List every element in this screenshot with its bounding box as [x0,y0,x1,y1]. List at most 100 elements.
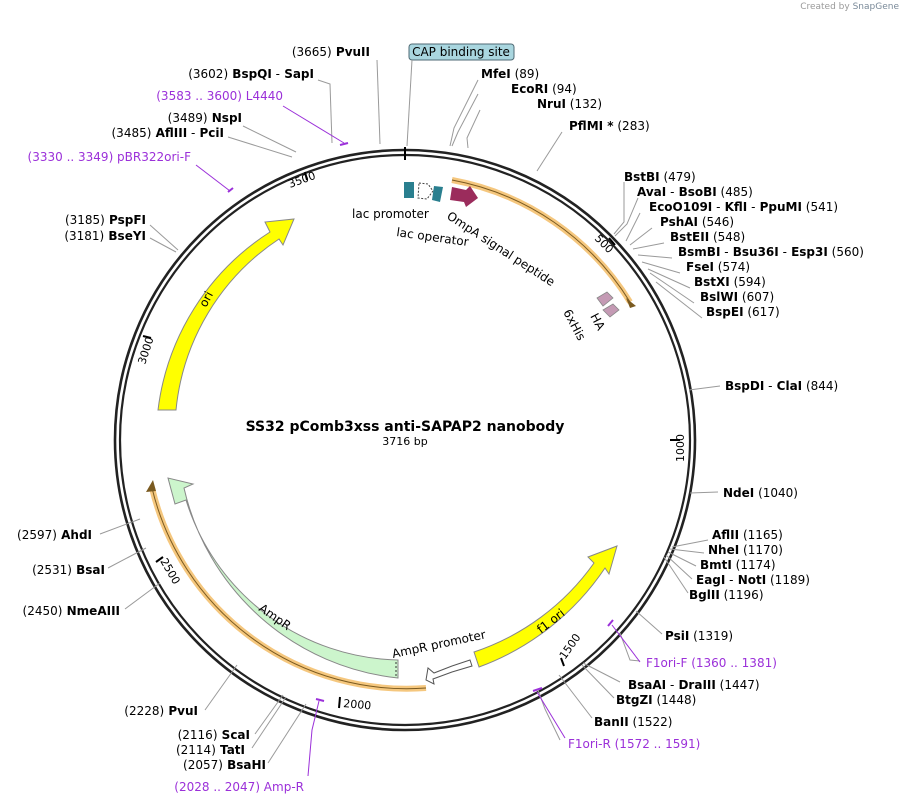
enzyme-pos-text: (3485) [112,126,152,140]
enzyme-name-text: BstBI [624,170,660,184]
highlight-arcs [149,177,633,692]
enzyme-pos-text: (89) [511,67,539,81]
enzyme-label-pvui: (2228) PvuI [124,704,198,718]
enzyme-sep-text: - [272,67,280,81]
enzyme-name-text: ScaI [218,728,251,742]
tick-label-2000: 2000 [343,697,372,712]
enzyme-name-text: PflMI * [569,119,614,133]
enzyme-name-text: PpuMI [755,200,802,214]
enzyme-label-eagi: EagI - NotI (1189) [696,573,810,587]
enzyme-sep-text: - [747,200,755,214]
enzyme-name-text: BspQI [228,67,272,81]
enzyme-label-pvuii-top: (3665) PvuII [292,45,370,59]
enzyme-sep-text: - [725,573,733,587]
enzyme-label-bglii: BglII (1196) [689,588,764,602]
primer-label-f1ori-f: F1ori-F (1360 .. 1381) [646,656,777,670]
tick-2000: 2000 [338,696,372,712]
ompa-signal-peptide-feature [450,186,478,207]
enzyme-label-nspi: (3489) NspI [168,111,242,125]
enzyme-label-mfei: MfeI (89) [481,67,539,81]
enzyme-name-text: BanII [594,715,629,729]
ampr-promoter-feature [425,659,473,685]
enzyme-label-fsei: FseI (574) [686,260,750,274]
enzyme-name-text: AflIII [151,126,187,140]
ori-label: ori [196,289,216,309]
primer-leader-lines [195,105,641,777]
enzyme-label-nhei: NheI (1170) [708,543,783,557]
ompa-signal-peptide-label: OmpA signal peptide [444,209,557,289]
enzyme-sep-text: - [666,185,674,199]
enzyme-name-text: PvuII [332,45,370,59]
enzyme-pos-text: (574) [714,260,750,274]
enzyme-name-text: BtgZI [616,693,653,707]
enzyme-name-text: AflII [712,528,739,542]
enzyme-name-text: BspEI [706,305,744,319]
enzyme-pos-text: (2116) [178,728,218,742]
enzyme-name-text: BstEII [670,230,709,244]
enzyme-name-text: BspDI [725,379,764,393]
enzyme-label-tati: (2114) TatI [176,743,245,757]
enzyme-label-bspdi: BspDI - ClaI (844) [725,379,838,393]
enzyme-label-eco0109i: EcoO109I - KflI - PpuMI (541) [649,200,838,214]
enzyme-pos-text: (94) [548,82,576,96]
tick-label-1500: 1500 [557,631,584,661]
enzyme-label-scai: (2116) ScaI [178,728,250,742]
enzyme-pos-text: (2597) [17,528,57,542]
enzyme-label-bspqi: (3602) BspQI - SapI [188,67,314,81]
enzyme-pos-text: (560) [828,245,864,259]
enzyme-pos-text: (594) [730,275,766,289]
enzyme-pos-text: (283) [614,119,650,133]
enzyme-name-text: ClaI [772,379,802,393]
enzyme-sep-text: - [187,126,195,140]
enzyme-label-ndei: NdeI (1040) [723,486,798,500]
snapgene-logo: SnapGene [852,2,899,12]
primer-label-amp-r: (2028 .. 2047) Amp-R [174,780,304,794]
enzyme-sep-text: - [712,200,720,214]
enzyme-label-psti: PsiI (1319) [665,629,733,643]
enzyme-pos-text: (1165) [739,528,783,542]
primer-labels: (3583 .. 3600) L4440 (3330 .. 3349) pBR3… [28,89,777,794]
lac-promoter-small [432,186,443,202]
enzyme-name-text: PsiI [665,629,689,643]
enzyme-name-text: BstXI [694,275,730,289]
enzyme-pos-text: (2114) [176,743,216,757]
enzyme-label-banii: BanII (1522) [594,715,672,729]
ha-label: HA [587,311,608,333]
snapgene-branding: Created by SnapGene [800,2,899,12]
created-by-label: Created by [800,2,850,12]
tick-1500: 1500 [557,631,584,667]
enzyme-name-text: EcoO109I [649,200,712,214]
enzyme-label-bspei: BspEI (617) [706,305,780,319]
enzyme-label-bsteii: BstEII (548) [670,230,745,244]
enzyme-label-bsaai: BsaAI - DraIII (1447) [628,678,760,692]
ampr-promoter-label: AmpR promoter [391,627,487,661]
ori-feature [157,218,295,411]
enzyme-pos-text: (2228) [124,704,164,718]
enzyme-name-text: PspFI [105,213,146,227]
lac-operator-feature [417,182,434,200]
enzyme-label-bsahi: (2057) BsaHI [183,758,266,772]
enzyme-sep-text: - [720,245,728,259]
enzyme-name-text: NspI [208,111,242,125]
lac-promoter-feature [404,182,414,198]
enzyme-pos-text: (3602) [188,67,228,81]
primer-label-l4440: (3583 .. 3600) L4440 [156,89,283,103]
enzyme-name-text: TatI [216,743,245,757]
enzyme-pos-text: (1189) [766,573,810,587]
enzyme-pos-text: (479) [660,170,696,184]
enzyme-label-ecori: EcoRI (94) [511,82,577,96]
enzyme-name-text: DraIII [674,678,716,692]
enzyme-pos-text: (1170) [739,543,783,557]
leader-lines [99,59,721,764]
enzyme-name-text: AvaI [637,185,666,199]
enzyme-name-text: KflI [720,200,747,214]
enzyme-name-text: EcoRI [511,82,548,96]
enzyme-pos-text: (1196) [720,588,764,602]
enzyme-name-text: EagI [696,573,725,587]
ampr-highlight-arrow [146,480,156,492]
enzyme-label-bmti: BmtI (1174) [700,558,776,572]
enzyme-label-pflmi: PflMI * (283) [569,119,650,133]
enzyme-name-text: AhdI [57,528,92,542]
enzyme-pos-text: (541) [802,200,838,214]
enzyme-name-text: NmeAIII [62,604,120,618]
